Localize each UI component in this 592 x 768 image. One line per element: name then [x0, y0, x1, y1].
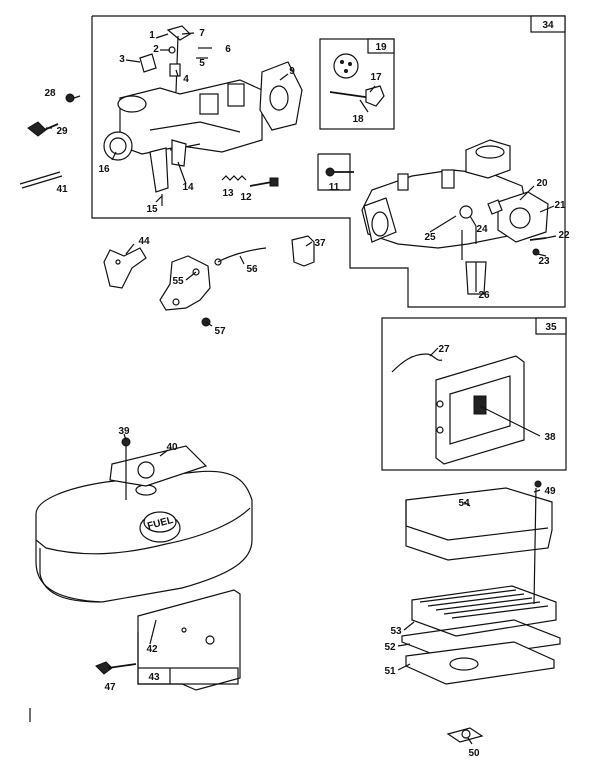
- callout-28: 28: [44, 88, 56, 99]
- air-cleaner-box: 35: [381, 317, 567, 471]
- callout-11: 11: [329, 182, 340, 193]
- carburetor-upper-left: [103, 25, 354, 206]
- box-number-34: 34: [542, 20, 554, 31]
- callout-42: 42: [146, 644, 158, 655]
- callout-17: 17: [370, 72, 382, 83]
- fuel-tank: FUEL: [35, 470, 253, 691]
- callout-5: 5: [199, 58, 205, 69]
- callout-56: 56: [246, 264, 258, 275]
- callout-2: 2: [153, 44, 159, 55]
- carburetor-group-box: 34: [91, 15, 566, 308]
- callout-51: 51: [384, 666, 396, 677]
- callout-12: 12: [240, 192, 252, 203]
- callout-27: 27: [438, 344, 450, 355]
- tank-gasket-and-screw: [109, 437, 208, 500]
- callout-3: 3: [119, 54, 125, 65]
- callout-57: 57: [214, 326, 226, 337]
- callout-53: 53: [390, 626, 402, 637]
- box-number-35: 35: [545, 322, 557, 333]
- callout-7: 7: [199, 28, 205, 39]
- callout-43: 43: [148, 672, 160, 683]
- callout-50: 50: [468, 748, 480, 759]
- callout-39: 39: [118, 426, 130, 437]
- callout-14: 14: [182, 182, 194, 193]
- loose-fasteners-left: [19, 93, 75, 189]
- callout-16: 16: [98, 164, 110, 175]
- callout-18: 18: [352, 114, 364, 125]
- callout-13: 13: [222, 188, 234, 199]
- callout-29: 29: [56, 126, 68, 137]
- screw-47: [95, 661, 137, 675]
- callout-54: 54: [458, 498, 470, 509]
- callout-1: 1: [149, 30, 155, 41]
- callout-40: 40: [166, 442, 178, 453]
- callout-20: 20: [536, 178, 548, 189]
- callout-37: 37: [314, 238, 326, 249]
- callout-23: 23: [538, 256, 550, 267]
- callout-15: 15: [146, 204, 158, 215]
- inset-box-19: 19: [319, 38, 395, 130]
- callout-4: 4: [183, 74, 189, 85]
- box-number-19: 19: [375, 42, 387, 53]
- callout-52: 52: [384, 642, 396, 653]
- callout-numbers: 1 2 3 4 5 6 7 9 11 12 13 14 15 16 17 18 …: [44, 28, 570, 759]
- callout-41: 41: [56, 184, 68, 195]
- callout-55: 55: [172, 276, 184, 287]
- callout-38: 38: [544, 432, 556, 443]
- linkage-parts: [103, 235, 315, 327]
- callout-21: 21: [554, 200, 566, 211]
- carburetor-lower-right: [361, 139, 549, 295]
- callout-6: 6: [225, 44, 231, 55]
- callout-9: 9: [289, 66, 295, 77]
- leader-lines: [46, 32, 557, 745]
- air-filter-stack: [401, 480, 561, 743]
- callout-44: 44: [138, 236, 150, 247]
- callout-49: 49: [544, 486, 556, 497]
- callout-47: 47: [104, 682, 116, 693]
- callout-24: 24: [476, 224, 488, 235]
- callout-26: 26: [478, 290, 490, 301]
- callout-22: 22: [558, 230, 570, 241]
- callout-25: 25: [424, 232, 436, 243]
